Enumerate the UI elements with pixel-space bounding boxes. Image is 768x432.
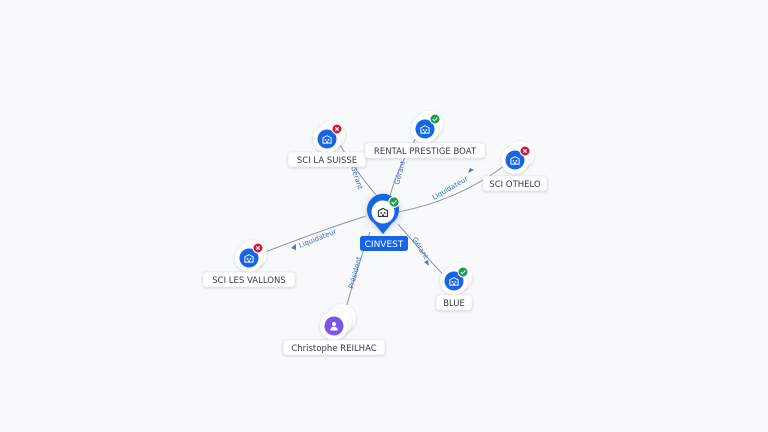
- node-blue[interactable]: BLUE: [435, 263, 473, 311]
- edge-label-blue: Gérant: [410, 236, 430, 261]
- active-status-icon: [457, 266, 469, 278]
- cross-icon: [522, 148, 528, 154]
- check-icon: [460, 270, 466, 275]
- edge-label-sci-les-vallons: Liquidateur: [298, 227, 338, 249]
- node-label: SCI OTHELO: [489, 180, 541, 190]
- node-label: Christophe REILHAC: [291, 344, 376, 354]
- center-label: CINVEST: [365, 240, 404, 250]
- check-icon: [432, 117, 438, 122]
- node-label: RENTAL PRESTIGE BOAT: [374, 147, 477, 157]
- node-label-bg: [287, 151, 367, 168]
- node-label: SCI LES VALLONS: [212, 276, 285, 286]
- check-icon: [391, 200, 397, 205]
- node-sci-les-vallons[interactable]: SCI LES VALLONS: [202, 240, 296, 288]
- center-label-bg: [360, 236, 408, 251]
- active-status-icon: [429, 113, 441, 125]
- arrowhead-sci-othelo: [468, 168, 474, 173]
- node-icon-bg: [239, 248, 259, 268]
- edge-sci-les-vallons: [254, 215, 367, 257]
- node-sci-othelo[interactable]: SCI OTHELO: [482, 141, 548, 192]
- node-label-bg: [435, 294, 473, 311]
- node-icon-bg: [415, 119, 435, 139]
- node-rental-prestige-boat[interactable]: RENTAL PRESTIGE BOAT: [364, 111, 486, 159]
- edge-label-rental-prestige-boat: Gérant: [393, 160, 407, 186]
- cross-icon: [334, 126, 340, 132]
- edge-label-christophe-reilhac: Président: [347, 256, 363, 290]
- cross-icon: [255, 245, 261, 251]
- center-node[interactable]: CINVEST: [359, 188, 408, 251]
- active-status-icon: [388, 196, 400, 208]
- node-label-bg: [482, 175, 548, 192]
- arrowhead-sci-les-vallons: [291, 244, 296, 250]
- node-icon-bg: [444, 271, 464, 291]
- node-icon-bg: [317, 129, 337, 149]
- node-icon-bg: [505, 150, 525, 170]
- edge-label-sci-othelo: Liquidateur: [431, 175, 470, 202]
- center-pin-inner: [371, 200, 395, 224]
- edge-sci-othelo: [397, 162, 509, 213]
- node-label-bg: [282, 339, 386, 356]
- node-label: SCI LA SUISSE: [297, 156, 357, 166]
- node-label-bg: [202, 271, 296, 288]
- node-christophe-reilhac[interactable]: Christophe REILHAC: [282, 304, 386, 356]
- node-label-bg: [364, 142, 486, 159]
- node-label: BLUE: [443, 299, 465, 309]
- arrowhead-blue: [424, 260, 429, 266]
- node-sci-la-suisse[interactable]: SCI LA SUISSE: [287, 121, 367, 168]
